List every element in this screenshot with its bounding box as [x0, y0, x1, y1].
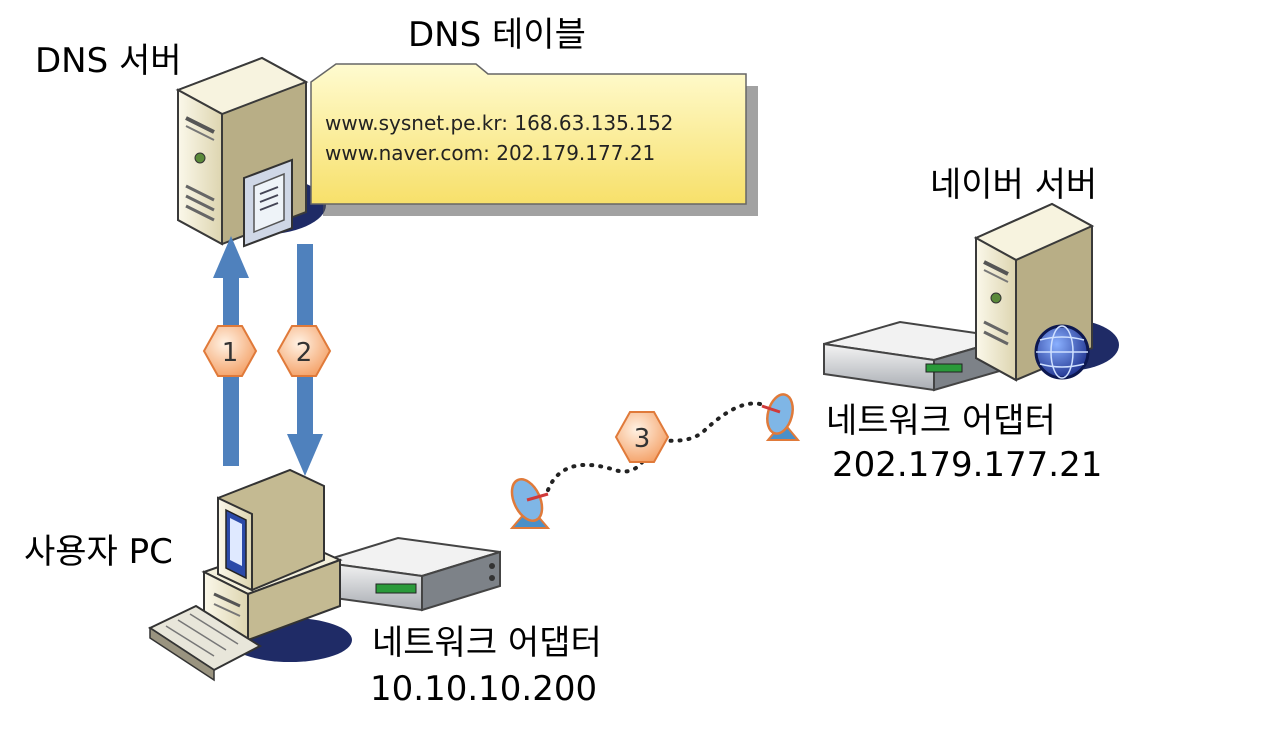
user-pc-icon	[147, 468, 352, 682]
satellite-dish-icon	[509, 478, 551, 529]
step-badge-2: 2	[276, 325, 332, 377]
dns-server-icon	[175, 56, 326, 248]
naver-network-box-icon	[823, 320, 1011, 392]
dns-table-row: www.naver.com: 202.179.177.21	[325, 141, 655, 165]
satellite-dish-icon	[761, 393, 801, 441]
step-number: 3	[634, 424, 651, 454]
naver-adapter-label: 네트워크 어댑터	[826, 401, 1056, 441]
dns-table-title: DNS 테이블	[408, 15, 586, 55]
step-number: 2	[296, 338, 313, 368]
pc-adapter-label: 네트워크 어댑터	[372, 623, 602, 663]
dns-table-note	[310, 63, 758, 216]
dns-server-label: DNS 서버	[35, 41, 182, 81]
step-badge-1: 1	[202, 325, 258, 377]
user-pc-label: 사용자 PC	[24, 532, 173, 572]
naver-ip-label: 202.179.177.21	[832, 445, 1102, 485]
step-number: 1	[222, 338, 239, 368]
pc-ip-label: 10.10.10.200	[370, 669, 597, 709]
globe-icon	[1034, 324, 1090, 380]
dns-table-row: www.sysnet.pe.kr: 168.63.135.152	[325, 111, 673, 135]
wireless-link	[546, 401, 762, 492]
naver-server-label: 네이버 서버	[930, 165, 1097, 205]
pc-network-box-icon	[319, 536, 501, 612]
step-badge-3: 3	[614, 411, 670, 463]
